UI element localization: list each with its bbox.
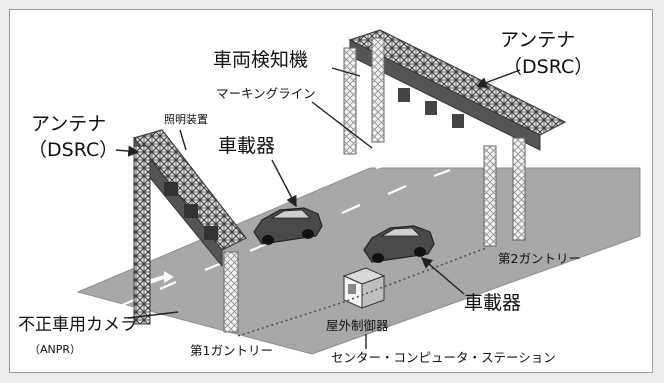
gantry-2-structure xyxy=(343,29,567,247)
label-marking-line: マーキングライン xyxy=(216,86,316,101)
label-gantry-1: 第1ガントリー xyxy=(190,343,273,358)
label-dsrc-left: （DSRC） xyxy=(28,139,119,161)
label-illegal-vehicle-camera: 不正車用カメラ xyxy=(18,315,137,335)
road-surface xyxy=(76,167,641,355)
outdoor-controller-box xyxy=(342,267,386,309)
label-dsrc-right: （DSRC） xyxy=(503,56,594,78)
label-anpr: （ANPR） xyxy=(29,343,82,356)
label-outdoor-controller: 屋外制御器 xyxy=(326,318,389,333)
label-gantry-2: 第2ガントリー xyxy=(498,251,581,266)
label-onboard-unit-bottom: 車載器 xyxy=(464,292,522,314)
cable-line xyxy=(237,247,487,337)
label-center-computer-station: センター・コンピュータ・ステーション xyxy=(331,350,556,365)
label-antenna-left: アンテナ xyxy=(31,113,107,135)
label-antenna-right: アンテナ xyxy=(500,29,576,51)
label-onboard-unit-top: 車載器 xyxy=(218,135,276,157)
gantry-1-structure xyxy=(132,129,247,333)
vehicle-rear xyxy=(363,225,435,263)
label-vehicle-detector: 車両検知機 xyxy=(213,49,309,71)
leader-lines xyxy=(115,67,521,349)
vehicle-front xyxy=(253,207,323,245)
label-lighting-device: 照明装置 xyxy=(164,113,208,126)
